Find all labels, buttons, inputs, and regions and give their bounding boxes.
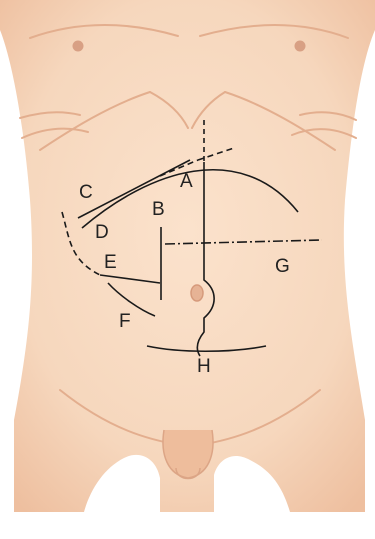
label-c: C (79, 182, 93, 203)
label-b: B (152, 199, 165, 220)
right-nipple (295, 41, 306, 52)
label-e: E (104, 252, 117, 273)
left-nipple (73, 41, 84, 52)
label-f: F (119, 311, 131, 332)
label-a: A (180, 171, 193, 192)
label-d: D (95, 222, 109, 243)
umbilicus (191, 285, 203, 301)
label-h: H (197, 356, 211, 377)
label-g: G (275, 256, 290, 277)
